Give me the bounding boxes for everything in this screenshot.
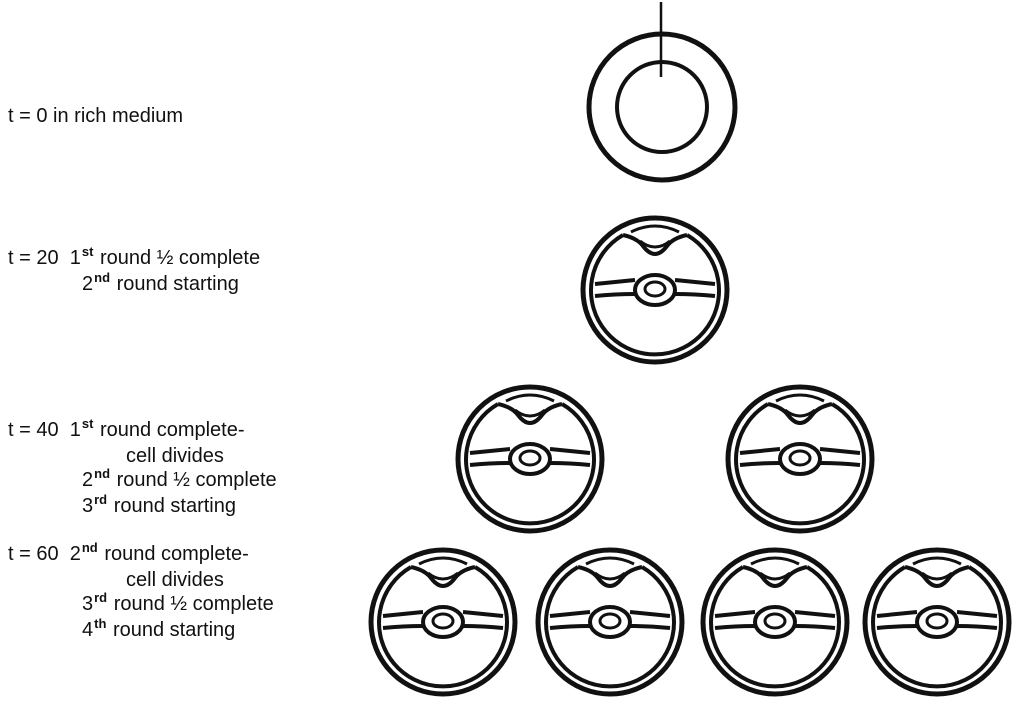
stage-text: round ½ complete <box>116 469 277 491</box>
ordinal: 2 <box>69 543 81 565</box>
stage-label-t60: t = 60 2nd round complete- cell divides … <box>8 540 274 644</box>
ordinal: 2 <box>82 469 94 491</box>
ordinal-suffix: th <box>94 616 107 631</box>
cell-t20 <box>583 218 727 362</box>
cell-t40-b <box>728 387 872 531</box>
stage-label-t0: t = 0 in rich medium <box>8 104 183 128</box>
stage-time: t = 40 <box>8 419 59 441</box>
ordinal: 4 <box>82 619 94 641</box>
stage-text: cell divides <box>126 445 224 467</box>
stage-text: round ½ complete <box>113 593 274 615</box>
ordinal-suffix: st <box>81 416 94 431</box>
stage-text: round ½ complete <box>99 247 261 269</box>
stage-text: in rich medium <box>53 105 184 127</box>
cell-t40-a <box>458 387 602 531</box>
stage-time: t = 20 <box>8 247 59 269</box>
cell-t0 <box>586 2 738 183</box>
ordinal-suffix: rd <box>94 492 108 507</box>
stage-text: round starting <box>112 619 236 641</box>
stage-time: t = 0 <box>8 105 48 127</box>
stage-text: round complete- <box>104 543 249 565</box>
cell-t60-b <box>538 550 682 694</box>
cell-t60-d <box>865 550 1009 694</box>
cell-t60-a <box>371 550 515 694</box>
stage-text: round complete- <box>99 419 245 441</box>
ordinal-suffix: nd <box>81 540 98 555</box>
ordinal-suffix: nd <box>94 466 111 481</box>
cell-t60-c <box>703 550 847 694</box>
stage-label-t40: t = 40 1st round complete- cell divides … <box>8 416 277 520</box>
stage-text: round starting <box>116 273 239 295</box>
stage-time: t = 60 <box>8 543 59 565</box>
ordinal: 1 <box>69 247 81 269</box>
stage-text: cell divides <box>126 569 224 591</box>
stage-label-t20: t = 20 1st round ½ complete 2nd round st… <box>8 244 261 298</box>
ordinal: 3 <box>82 593 94 615</box>
ordinal: 2 <box>82 273 94 295</box>
ordinal-suffix: nd <box>94 270 111 285</box>
ordinal-suffix: rd <box>94 590 108 605</box>
ordinal: 1 <box>69 419 81 441</box>
ordinal: 3 <box>82 495 94 517</box>
stage-text: round starting <box>113 495 236 517</box>
ordinal-suffix: st <box>81 244 94 259</box>
